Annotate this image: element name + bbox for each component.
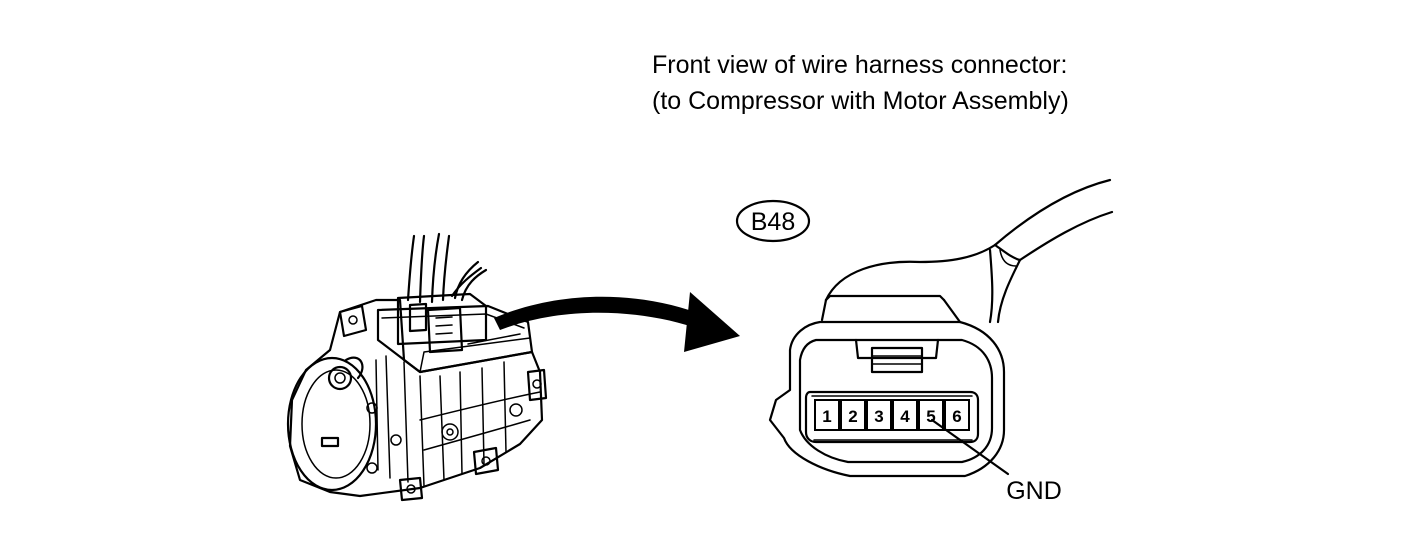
pin-number-5: 5 [926, 407, 935, 426]
curved-arrow-icon [494, 292, 740, 352]
pin-number-1: 1 [822, 407, 831, 426]
connector-code-badge: B48 [735, 199, 811, 243]
caption-line-1: Front view of wire harness connector: [652, 51, 1068, 79]
connector-code: B48 [751, 208, 795, 236]
pin-cavity-6 [944, 399, 970, 431]
compressor-illustration [286, 232, 548, 502]
caption-line-2: (to Compressor with Motor Assembly) [652, 87, 1069, 115]
gnd-label: GND [1006, 477, 1062, 505]
pin-number-2: 2 [848, 407, 857, 426]
pin-number-4: 4 [900, 407, 910, 426]
pin-cavity-1 [814, 399, 840, 431]
pin-cavity-3 [866, 399, 892, 431]
pin-cavity-4 [892, 399, 918, 431]
pin-cavity-2 [840, 399, 866, 431]
pin-number-6: 6 [952, 407, 961, 426]
gnd-callout-line [930, 418, 1010, 476]
pin-number-3: 3 [874, 407, 883, 426]
wire-harness-connector-illustration [768, 178, 1114, 478]
